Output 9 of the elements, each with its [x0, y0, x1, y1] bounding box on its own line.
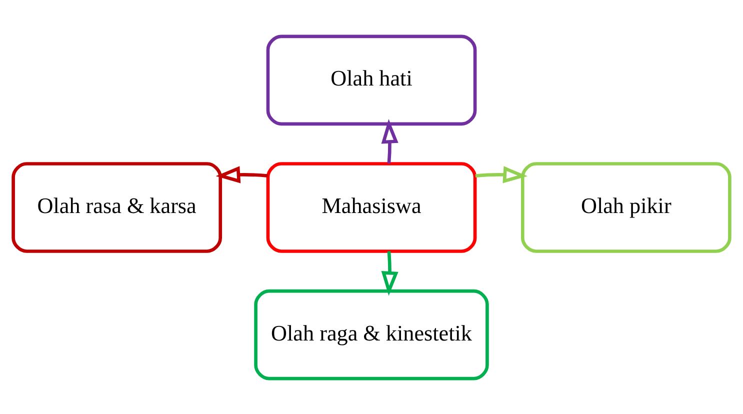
node-box: Mahasiswa [266, 162, 477, 252]
node-box: Olah rasa & karsa [12, 162, 222, 252]
node-box: Olah hati [266, 34, 477, 126]
node-box: Olah pikir [520, 162, 732, 252]
arrow [216, 166, 268, 183]
node-box: Olah raga & kinestetik [254, 288, 489, 380]
arrow [475, 166, 528, 183]
arrow [381, 118, 398, 164]
arrow [381, 250, 398, 296]
